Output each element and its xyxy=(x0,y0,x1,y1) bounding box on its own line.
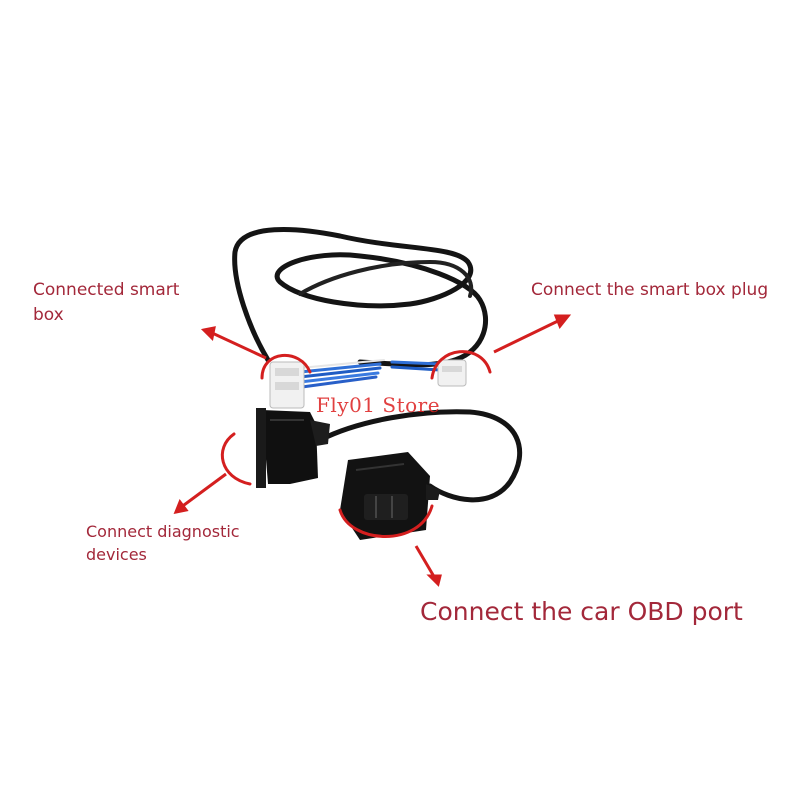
label-car-obd-port: Connect the car OBD port xyxy=(420,594,743,630)
arrow-icon xyxy=(173,314,572,587)
blue-wires xyxy=(298,359,442,389)
label-line: devices xyxy=(86,545,147,565)
label-line: Connected smart xyxy=(33,280,180,300)
store-watermark: Fly01 Store xyxy=(316,393,441,417)
label-diagnostic-devices: Connect diagnostic devices xyxy=(86,520,240,566)
label-connected-smart-box: Connected smart box xyxy=(33,278,179,327)
label-line: Connect the smart box plug xyxy=(531,280,769,300)
white-connector-plug xyxy=(269,359,467,409)
label-line: Connect diagnostic xyxy=(86,522,240,541)
obd-plug xyxy=(340,452,440,540)
label-smart-box-plug: Connect the smart box plug xyxy=(531,278,768,303)
label-line: box xyxy=(33,304,64,325)
female-obd-socket xyxy=(256,408,330,488)
label-line: Connect the car OBD port xyxy=(420,597,743,626)
highlight-circle xyxy=(220,350,492,538)
